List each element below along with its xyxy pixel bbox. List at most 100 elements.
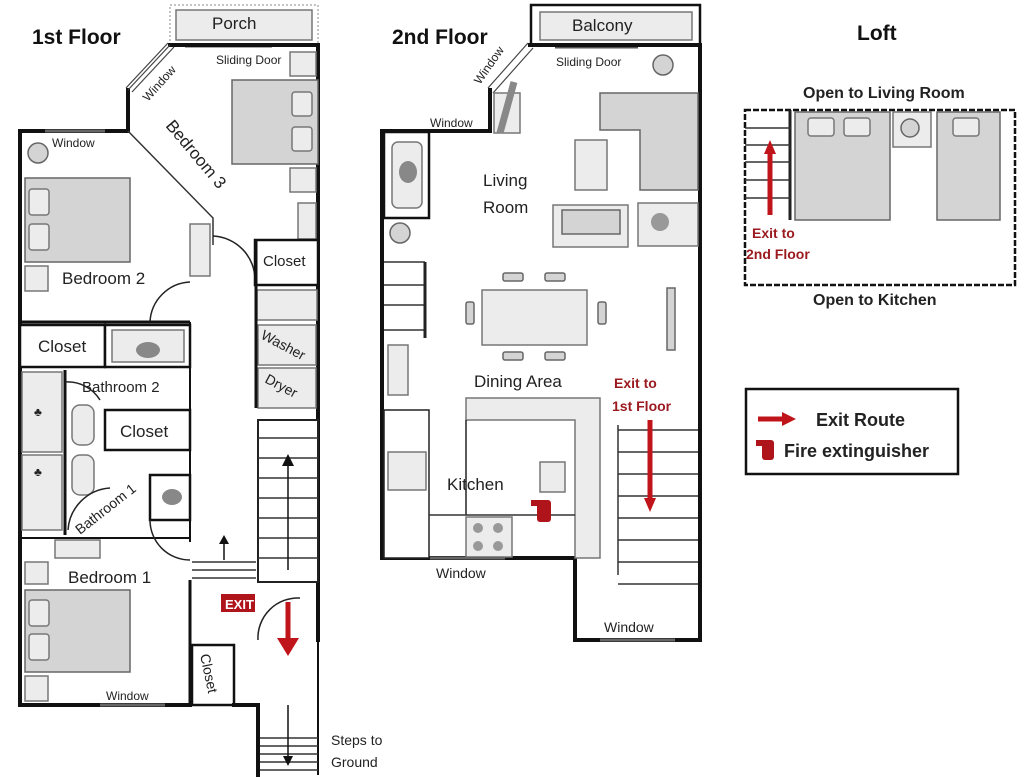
window-bedroom2-label: Window (52, 136, 95, 150)
open-to-kitchen-label: Open to Kitchen (813, 292, 937, 309)
tv (496, 81, 518, 134)
legend-exit-route: Exit Route (816, 410, 905, 430)
burner (473, 541, 483, 551)
bathtub (21, 371, 63, 453)
pillow (291, 126, 313, 152)
pillow (952, 117, 980, 137)
bathroom2-label: Bathroom 2 (82, 379, 160, 396)
drain-icon: ♣ (34, 465, 42, 479)
burner (473, 523, 483, 533)
window-diag-label: Window (140, 63, 179, 104)
toilet (71, 454, 95, 496)
exit-to-second-line1: Exit to (752, 225, 795, 241)
balcony-floor (539, 11, 693, 41)
exit-to-first-line1: Exit to (614, 375, 657, 391)
drain-icon: ♣ (34, 405, 42, 419)
legend-box (744, 387, 960, 476)
dresser (54, 539, 101, 559)
second-floor: 2nd Floor Balcony Sliding Door Window Wi… (380, 3, 702, 642)
bedroom2-label: Bedroom 2 (62, 269, 145, 288)
first-floor-title: 1st Floor (32, 26, 121, 49)
living-room-label-line1: Living (483, 171, 527, 190)
door-swing (212, 235, 256, 281)
closet-bottom (190, 643, 236, 707)
pillow (28, 223, 50, 251)
kitchen-label: Kitchen (447, 475, 504, 494)
pillow (843, 117, 871, 137)
nightstand (24, 561, 49, 585)
closet-stair-shelves (384, 261, 427, 396)
sink-icon (136, 342, 160, 358)
stove (465, 516, 513, 558)
dryer (257, 367, 317, 409)
porch-floor (175, 9, 313, 41)
window-diag-label: Window (471, 43, 507, 86)
fire-extinguisher-icon (531, 500, 551, 522)
steps-label-line2: Ground (331, 754, 378, 770)
steps-to-ground (260, 705, 318, 771)
plant (652, 54, 674, 76)
exit-route-legend-icon (758, 412, 796, 426)
exit-to-second-line2: 2nd Floor (746, 246, 810, 262)
loft: Loft Open to Living Room Exit to 2nd Flo… (743, 22, 1017, 309)
closet-right-label: Closet (263, 253, 306, 270)
window-left-label: Window (430, 116, 473, 130)
wall (232, 703, 260, 777)
closet-bath-label: Closet (120, 422, 168, 441)
pillow (28, 599, 50, 627)
window-line (125, 42, 169, 89)
fire-extinguisher-legend-icon (756, 440, 774, 460)
door-swing (257, 597, 301, 641)
door-swing (149, 281, 191, 323)
chair (502, 272, 524, 282)
door-swing (67, 487, 111, 531)
window-diag (127, 44, 171, 91)
nightstand (289, 51, 317, 77)
sliding-door-label: Sliding Door (216, 53, 281, 67)
fridge (387, 451, 427, 491)
open-to-living-label: Open to Living Room (803, 85, 965, 102)
dresser (297, 202, 317, 240)
sink-icon (162, 489, 182, 505)
window-kitchen-label: Window (436, 565, 487, 581)
coffee-table (574, 139, 608, 191)
pillow (807, 117, 835, 137)
nightstand (24, 265, 49, 292)
lamp (399, 161, 417, 183)
exit-sign (221, 594, 255, 612)
burner (493, 541, 503, 551)
landing-steps (192, 535, 256, 579)
stairs-second-floor (617, 425, 698, 585)
burner (493, 523, 503, 533)
lamp (900, 118, 920, 138)
steps-label-line1: Steps to (331, 732, 383, 748)
chair (544, 351, 566, 361)
dining-table (481, 289, 588, 346)
loft-title: Loft (857, 22, 897, 45)
closet-left-label: Closet (38, 337, 86, 356)
chair (502, 351, 524, 361)
bathtub (21, 454, 63, 531)
sink (539, 461, 566, 493)
exit-route-arrow (644, 420, 656, 512)
bedroom3-label: Bedroom 3 (162, 116, 230, 192)
chair (597, 301, 607, 325)
pillow (28, 188, 50, 216)
hallway-closet (256, 289, 318, 321)
exit-sign-label: EXIT (225, 597, 254, 612)
nightstand (289, 167, 317, 193)
wall-shelf (666, 287, 676, 351)
nightstand (24, 675, 49, 702)
window-line (131, 46, 175, 93)
wall (18, 88, 192, 707)
stairs-first-floor (257, 419, 319, 583)
second-floor-title: 2nd Floor (392, 26, 488, 49)
window-line (487, 42, 529, 89)
pillow (291, 91, 313, 117)
sliding-door-label: Sliding Door (556, 55, 621, 69)
door-swing (64, 381, 101, 401)
balcony-label: Balcony (572, 16, 633, 35)
lamp (651, 213, 669, 231)
window-stairs-label: Window (604, 619, 655, 635)
